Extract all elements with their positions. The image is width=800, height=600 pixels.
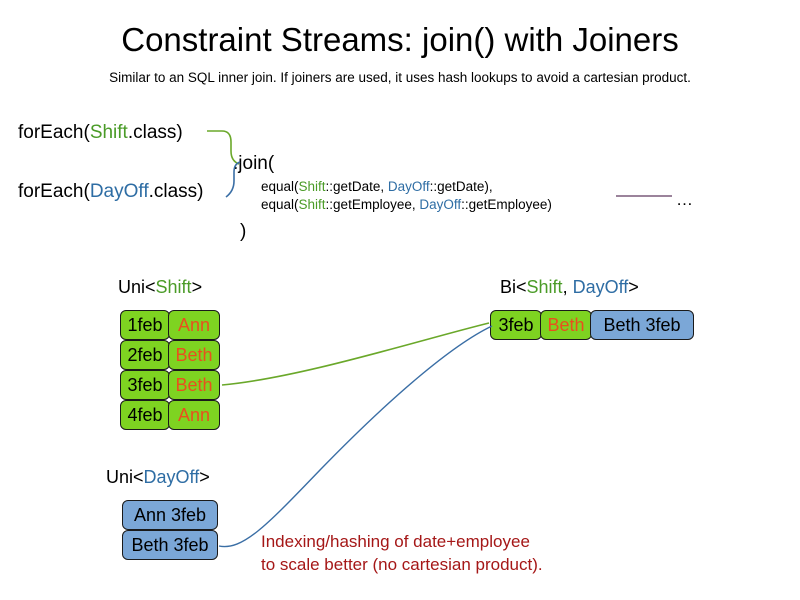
bi-label-class-dayoff: DayOff xyxy=(572,277,629,297)
bi-label-separator: , xyxy=(562,277,573,297)
joiner-employee-right-method: ::getEmployee) xyxy=(461,197,552,212)
bi-label-prefix: Bi< xyxy=(500,277,527,297)
dayoff-cell: Beth 3feb xyxy=(122,530,218,560)
page-subtitle: Similar to an SQL inner join. If joiners… xyxy=(109,70,691,85)
shift-employee-cell: Beth xyxy=(168,370,220,400)
table-row[interactable]: 3feb Beth xyxy=(120,370,220,400)
shift-date-cell: 1feb xyxy=(120,310,170,340)
shift-date-cell: 4feb xyxy=(120,400,170,430)
bi-label-suffix: > xyxy=(628,277,639,297)
table-row[interactable]: 2feb Beth xyxy=(120,340,220,370)
label-uni-dayoff: Uni<DayOff> xyxy=(106,465,210,489)
table-row[interactable]: 1feb Ann xyxy=(120,310,220,340)
foreach-shift-suffix: .class) xyxy=(127,122,183,143)
join-call-close: ) xyxy=(240,221,247,242)
foreach-dayoff-statement: forEach(DayOff.class) xyxy=(18,180,204,204)
table-row[interactable]: Beth 3feb xyxy=(122,530,218,560)
shift-date-cell: 3feb xyxy=(120,370,170,400)
shift-class-token: Shift xyxy=(89,122,128,143)
shift-employee-cell: Ann xyxy=(168,310,220,340)
join-call-open: .join( xyxy=(233,153,275,174)
annotation-text: Indexing/hashing of date+employee to sca… xyxy=(261,530,543,576)
page-title: Constraint Streams: join() with Joiners xyxy=(121,21,679,58)
shift-employee-cell: Beth xyxy=(168,340,220,370)
shift-employee-cell: Ann xyxy=(168,400,220,430)
dayoff-cell: Ann 3feb xyxy=(122,500,218,530)
uni-shift-fact-list: 1feb Ann 2feb Beth 3feb Beth 4feb Ann xyxy=(120,310,220,430)
uni-shift-label-prefix: Uni< xyxy=(118,277,156,297)
foreach-shift-prefix: forEach( xyxy=(18,122,90,143)
dayoff-class-token: DayOff xyxy=(89,181,149,202)
label-uni-shift: Uni<Shift> xyxy=(118,275,202,299)
joiner-employee-left-method: ::getEmployee, xyxy=(325,197,420,212)
uni-dayoff-fact-list: Ann 3feb Beth 3feb xyxy=(122,500,218,560)
uni-dayoff-label-suffix: > xyxy=(199,467,210,487)
table-row[interactable]: 4feb Ann xyxy=(120,400,220,430)
continuation-ellipsis: … xyxy=(676,190,693,209)
uni-shift-label-suffix: > xyxy=(191,277,203,297)
bi-tuple-row[interactable]: 3feb Beth Beth 3feb xyxy=(490,310,694,340)
joiner-date-right-method: ::getDate), xyxy=(429,179,493,194)
foreach-dayoff-prefix: forEach( xyxy=(18,181,90,202)
bi-shift-employee-cell: Beth xyxy=(540,310,592,340)
joiner-employee-prefix: equal( xyxy=(261,197,299,212)
bi-shift-date-cell: 3feb xyxy=(490,310,542,340)
uni-shift-label-class: Shift xyxy=(155,277,192,297)
joiner-employee-right-class: DayOff xyxy=(419,197,462,212)
wire-dayoff-fact-to-bi xyxy=(218,325,493,548)
joiner-date-prefix: equal( xyxy=(261,179,299,194)
shift-date-cell: 2feb xyxy=(120,340,170,370)
label-bi-shift-dayoff: Bi<Shift, DayOff> xyxy=(500,275,639,299)
joiner-employee-left-class: Shift xyxy=(298,197,326,212)
wire-shift-fact-to-bi xyxy=(221,322,490,386)
joiner-date-left-class: Shift xyxy=(298,179,326,194)
bi-label-class-shift: Shift xyxy=(526,277,563,297)
uni-dayoff-label-prefix: Uni< xyxy=(106,467,144,487)
foreach-dayoff-suffix: .class) xyxy=(148,181,204,202)
joiner-date-left-method: ::getDate, xyxy=(325,179,388,194)
bi-dayoff-cell: Beth 3feb xyxy=(590,310,694,340)
joiner-date-right-class: DayOff xyxy=(387,179,430,194)
joiner-equal-getdate: equal(Shift::getDate, DayOff::getDate), xyxy=(261,178,493,196)
table-row[interactable]: Ann 3feb xyxy=(122,500,218,530)
joiner-equal-getemployee: equal(Shift::getEmployee, DayOff::getEmp… xyxy=(261,196,552,214)
uni-dayoff-label-class: DayOff xyxy=(143,467,200,487)
foreach-shift-statement: forEach(Shift.class) xyxy=(18,121,183,145)
annotation-line-1: Indexing/hashing of date+employee xyxy=(261,532,530,551)
annotation-line-2: to scale better (no cartesian product). xyxy=(261,555,543,574)
